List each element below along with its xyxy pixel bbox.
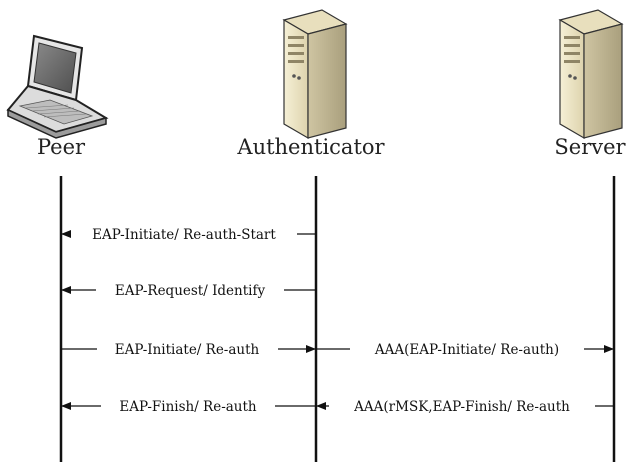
arrowhead-right-icon: [604, 345, 614, 353]
arrowhead-right-icon: [306, 345, 316, 353]
arrowhead-left-icon: [61, 286, 71, 294]
message-label: EAP-Finish/ Re-auth: [119, 399, 257, 415]
message-label: EAP-Request/ Identify: [115, 283, 266, 299]
actor-label-peer: Peer: [37, 135, 86, 159]
message-aaa-eap-initiate-reauth: AAA(EAP-Initiate/ Re-auth): [316, 340, 614, 358]
message-eap-initiate-reauth-start: EAP-Initiate/ Re-auth-Start: [61, 225, 316, 243]
message-aaa-rmsk-eap-finish-reauth: AAA(rMSK,EAP-Finish/ Re-auth: [316, 397, 614, 415]
message-label: EAP-Initiate/ Re-auth-Start: [92, 227, 276, 243]
server-tower-icon: [282, 9, 348, 140]
arrowhead-left-icon: [61, 230, 71, 238]
message-label: AAA(rMSK,EAP-Finish/ Re-auth: [353, 399, 570, 415]
arrowhead-left-icon: [61, 402, 71, 410]
message-eap-initiate-reauth: EAP-Initiate/ Re-auth: [61, 340, 316, 358]
server-tower-icon: [558, 9, 624, 140]
laptop-icon: [6, 34, 109, 139]
message-label: AAA(EAP-Initiate/ Re-auth): [374, 342, 559, 358]
arrowhead-left-icon: [316, 402, 326, 410]
message-label: EAP-Initiate/ Re-auth: [115, 342, 260, 358]
actor-label-server: Server: [554, 135, 626, 159]
message-eap-finish-reauth: EAP-Finish/ Re-auth: [61, 397, 316, 415]
actor-label-authenticator: Authenticator: [236, 135, 385, 159]
message-eap-request-identify: EAP-Request/ Identify: [61, 281, 316, 299]
